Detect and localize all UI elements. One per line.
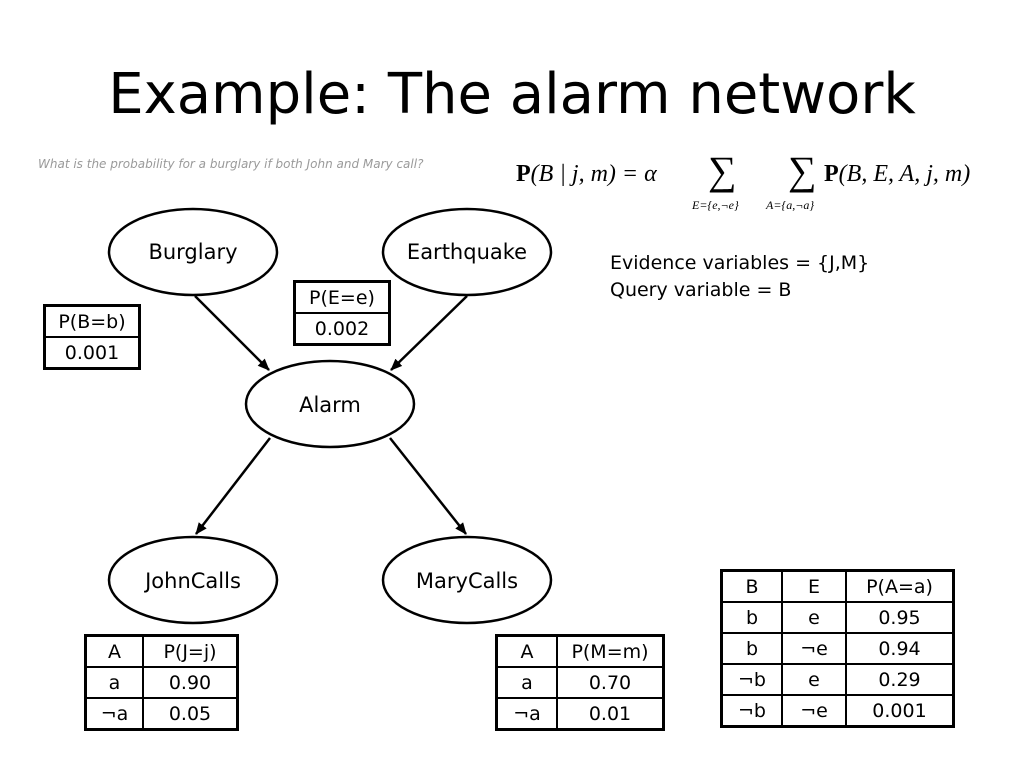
cpt-cell: 0.94: [845, 632, 955, 665]
cpt-cell: 0.29: [845, 663, 955, 696]
cpt-header: P(A=a): [845, 569, 955, 603]
cpt-cell: 0.70: [556, 666, 665, 699]
cpt-cell: ¬e: [781, 694, 847, 728]
cpt-cell: e: [781, 663, 847, 696]
question-text: What is the probability for a burglary i…: [38, 157, 424, 171]
cpt-cell: 0.95: [845, 601, 955, 634]
query-variable-text: Query variable = B: [610, 279, 792, 301]
cpt-cell: ¬b: [720, 694, 783, 728]
edge-alarm-johncalls: [195, 437, 271, 535]
sum-symbol-2: ∑: [788, 148, 817, 193]
cpt-cell: b: [720, 601, 783, 634]
cpt-cell: 0.01: [556, 697, 665, 731]
cpt-header: P(B=b): [43, 304, 141, 338]
edge-burglary-alarm: [194, 295, 270, 371]
node-marycalls: MaryCalls: [381, 535, 553, 625]
cpt-cell: a: [495, 666, 558, 699]
cpt-cell: ¬e: [781, 632, 847, 665]
node-earthquake: Earthquake: [381, 207, 553, 297]
formula-rhs: P(B, E, A, j, m): [824, 161, 970, 187]
cpt-cell: 0.002: [293, 312, 391, 346]
cpt-alarm: B E P(A=a) b e 0.95 b ¬e 0.94 ¬b e 0.29 …: [720, 569, 955, 728]
slide-title: Example: The alarm network: [108, 62, 916, 127]
cpt-cell: ¬b: [720, 663, 783, 696]
node-alarm: Alarm: [244, 359, 416, 449]
node-earthquake-label: Earthquake: [407, 240, 527, 264]
cpt-header: E: [781, 569, 847, 603]
cpt-burglary: P(B=b) 0.001: [43, 304, 141, 370]
cpt-marycalls: A P(M=m) a 0.70 ¬a 0.01: [495, 634, 665, 731]
cpt-johncalls: A P(J=j) a 0.90 ¬a 0.05: [84, 634, 239, 731]
node-johncalls-label: JohnCalls: [143, 569, 241, 593]
cpt-header: P(M=m): [556, 634, 665, 668]
evidence-variables-text: Evidence variables = {J,M}: [610, 252, 870, 274]
node-marycalls-label: MaryCalls: [416, 569, 518, 593]
cpt-cell: 0.001: [845, 694, 955, 728]
cpt-cell: 0.05: [142, 697, 239, 731]
cpt-cell: a: [84, 666, 144, 699]
cpt-header: P(J=j): [142, 634, 239, 668]
cpt-header: P(E=e): [293, 280, 391, 314]
inference-formula: P(B | j, m) = α ∑ E={e,¬e} ∑ A={a,¬a} P(…: [512, 148, 1012, 218]
node-burglary-label: Burglary: [148, 240, 237, 264]
sum-symbol-1: ∑: [708, 148, 737, 193]
edge-alarm-marycalls: [389, 437, 467, 535]
node-alarm-label: Alarm: [299, 393, 361, 417]
cpt-cell: ¬a: [84, 697, 144, 731]
cpt-cell: b: [720, 632, 783, 665]
formula-lhs: P(B | j, m) = α: [516, 161, 657, 187]
sum2-subscript: A={a,¬a}: [765, 198, 814, 212]
cpt-cell: 0.001: [43, 336, 141, 370]
cpt-cell: 0.90: [142, 666, 239, 699]
node-burglary: Burglary: [107, 207, 279, 297]
cpt-header: A: [84, 634, 144, 668]
cpt-header: B: [720, 569, 783, 603]
cpt-earthquake: P(E=e) 0.002: [293, 280, 391, 346]
cpt-cell: ¬a: [495, 697, 558, 731]
node-johncalls: JohnCalls: [107, 535, 279, 625]
cpt-header: A: [495, 634, 558, 668]
cpt-cell: e: [781, 601, 847, 634]
edge-earthquake-alarm: [390, 295, 468, 371]
sum1-subscript: E={e,¬e}: [691, 198, 739, 212]
